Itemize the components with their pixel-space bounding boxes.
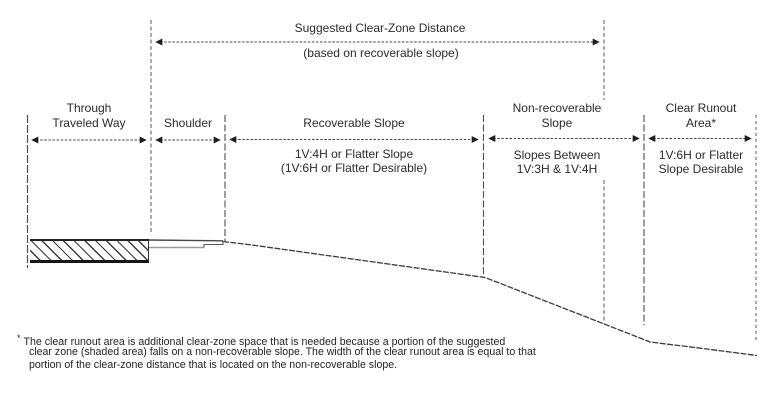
footnote-line-2: clear zone (shaded area) falls on a non-… xyxy=(29,346,536,358)
footnote-asterisk: * xyxy=(17,333,21,343)
clear-zone-title-text: Suggested Clear-Zone Distance xyxy=(294,21,466,35)
sublabel-non-recoverable-slope: Slopes Between 1V:3H & 1V:4H xyxy=(513,148,601,176)
shoulder-surface-line xyxy=(147,239,224,242)
label-shoulder: Shoulder xyxy=(163,116,213,130)
ground-profile-line xyxy=(222,240,758,357)
sublabel-clear-runout-area: 1V:6H or Flatter Slope Desirable xyxy=(658,148,744,176)
clear-zone-subtitle: (based on recoverable slope) xyxy=(303,46,458,61)
page-title: Suggested Clear-Zone Distance xyxy=(295,21,466,36)
label-recoverable-slope: Recoverable Slope xyxy=(303,116,405,130)
label-clear-runout-area: Clear Runout Area* xyxy=(665,101,737,130)
clear-zone-subtitle-text: (based on recoverable slope) xyxy=(303,46,459,60)
sublabel-recoverable-slope: 1V:4H or Flatter Slope (1V:6H or Flatter… xyxy=(280,147,428,175)
shoulder-edge-step xyxy=(203,241,224,248)
footnote-line-1: *The clear runout area is additional cle… xyxy=(17,333,506,348)
pavement-hatch xyxy=(30,239,149,263)
label-through-traveled-way: Through Traveled Way xyxy=(52,101,126,130)
label-non-recoverable-slope: Non-recoverable Slope xyxy=(512,101,602,130)
footnote-line-3: portion of the clear-zone distance that … xyxy=(29,359,398,371)
